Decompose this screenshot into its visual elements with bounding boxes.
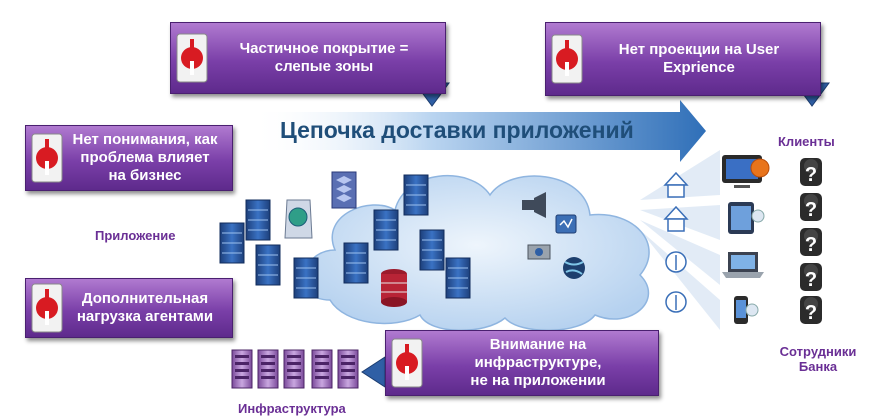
alert-icon: [386, 331, 426, 395]
callout-line: Дополнительная: [81, 290, 209, 307]
callout-line: проблема влияет: [80, 149, 210, 166]
diagram-title: Цепочка доставки приложений: [280, 117, 634, 143]
alert-icon: [26, 279, 66, 337]
callout-line: не на приложении: [470, 372, 606, 389]
cloud-devices: [522, 192, 585, 279]
network-endpoints: [663, 171, 689, 313]
label-clients: Клиенты: [778, 134, 835, 149]
callout-line: Частичное покрытие =: [239, 40, 409, 57]
alert-icon: [546, 23, 586, 95]
callout-line: инфраструктуре,: [474, 354, 602, 371]
pointer-triangle: [361, 356, 386, 388]
callout-line: Нет понимания, как: [72, 131, 218, 148]
application-servers: [219, 171, 471, 307]
label-application: Приложение: [95, 228, 176, 243]
label-employees-line2: Банка: [798, 359, 838, 374]
delivery-arrow: [250, 100, 706, 162]
callout-line: на бизнес: [108, 167, 182, 184]
callout-line: нагрузка агентами: [76, 308, 214, 325]
infrastructure-racks: [231, 349, 359, 389]
label-infrastructure: Инфраструктура: [238, 401, 346, 416]
callout-partial-coverage: Частичное покрытие =слепые зоны: [170, 22, 446, 94]
user-icons: [800, 158, 822, 324]
alert-icon: [171, 23, 211, 93]
callout-line: Нет проекции на User: [618, 41, 780, 58]
label-employees-line1: Сотрудники: [779, 344, 857, 359]
client-devices: [722, 155, 770, 324]
callout-line: Внимание на: [489, 336, 587, 353]
callout-line: слепые зоны: [274, 58, 374, 75]
callout-line: Exprience: [663, 59, 735, 76]
alert-icon: [26, 126, 66, 190]
label-employees: Сотрудники Банка: [772, 344, 864, 374]
